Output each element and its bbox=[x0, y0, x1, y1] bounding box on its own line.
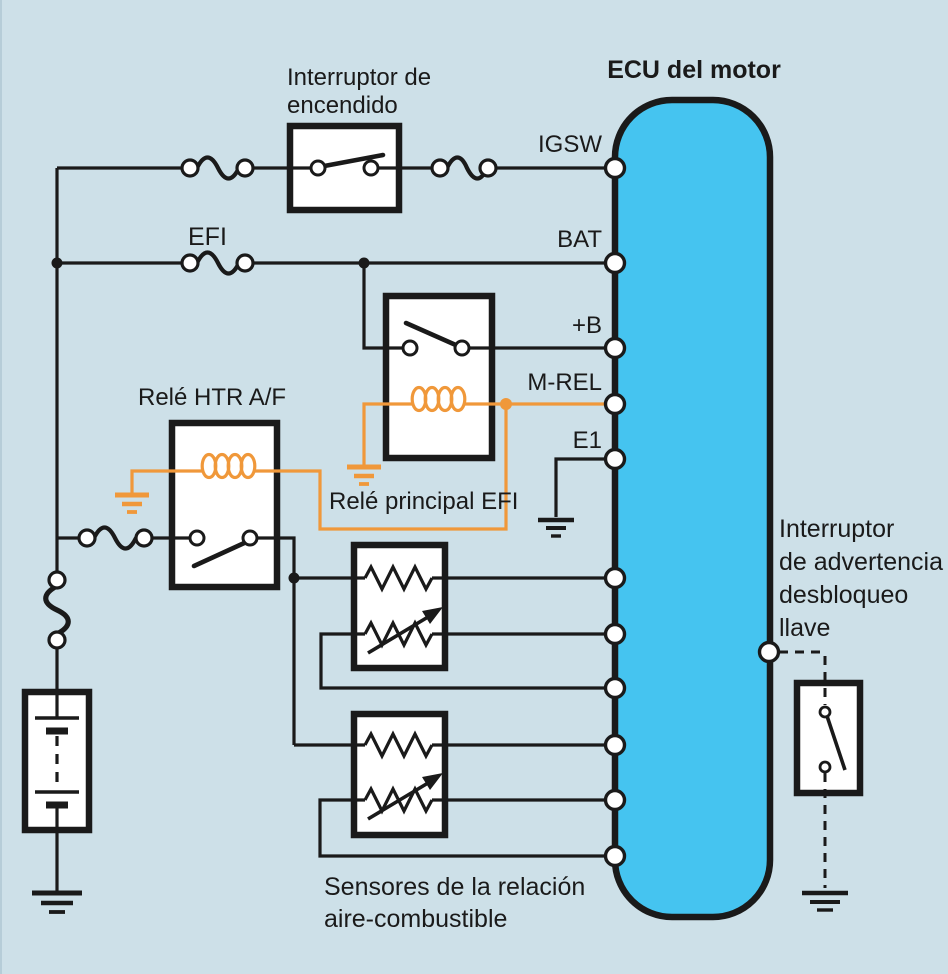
coil-link-wire bbox=[255, 404, 508, 531]
efi-relay-coil-icon bbox=[410, 385, 467, 413]
terminal-label-m-rel: M-REL bbox=[527, 369, 602, 396]
terminal-igsw bbox=[603, 156, 627, 180]
ignition-switch-label: Interruptor de encendido bbox=[287, 64, 432, 119]
fuse-igsw2-wiggle bbox=[444, 155, 490, 181]
htr-coil-left-lead bbox=[130, 469, 202, 493]
efi-relay-blade bbox=[403, 320, 461, 349]
terminal-label-e1: E1 bbox=[572, 427, 602, 454]
htr-relay-box bbox=[168, 419, 281, 591]
terminal-label-igsw: IGSW bbox=[538, 131, 602, 158]
black-wires bbox=[55, 166, 615, 893]
htr-relay-label: Relé HTR A/F bbox=[138, 384, 287, 411]
s2-fixed-resistor bbox=[363, 730, 434, 760]
key-switch-wiring bbox=[779, 650, 827, 888]
terminal-s2-b bbox=[603, 788, 627, 812]
terminal-s1-c bbox=[603, 676, 627, 700]
af-sensor-resistors bbox=[363, 563, 443, 821]
efi-main-relay-label: Relé principal EFI bbox=[329, 488, 519, 515]
key-switch-ground-icon bbox=[802, 890, 848, 912]
terminal-key-warning bbox=[757, 640, 781, 664]
key-switch-contacts bbox=[818, 705, 847, 774]
key-warning-switch-box bbox=[793, 679, 864, 797]
s1-arrow-head bbox=[422, 607, 443, 624]
htr-relay-blade bbox=[191, 536, 256, 569]
terminal-s2-a bbox=[603, 733, 627, 757]
s1-fixed-resistor bbox=[363, 563, 434, 593]
terminal-m-rel bbox=[603, 392, 627, 416]
junction-dots bbox=[51, 257, 370, 584]
s1-arrow-shaft bbox=[367, 615, 429, 655]
s2-arrow-shaft bbox=[367, 781, 429, 821]
e1-ground-icon bbox=[538, 517, 574, 538]
terminal-plus-b bbox=[603, 336, 627, 360]
ignition-switch-blade bbox=[316, 152, 386, 170]
af-sensors-label: Sensores de la relación aire-combustible bbox=[324, 873, 586, 933]
wire-s2-d bbox=[318, 798, 615, 858]
switch-blades bbox=[191, 152, 461, 569]
ecu-body bbox=[611, 96, 774, 921]
af-sensor1-box bbox=[350, 541, 449, 672]
battery-ground-icon bbox=[32, 890, 82, 914]
fuse-efi-wiggle bbox=[194, 250, 242, 276]
wire-e1 bbox=[554, 457, 615, 517]
ecu-title: ECU del motor bbox=[607, 56, 781, 84]
fuse-igsw-wiggle bbox=[194, 155, 242, 181]
key-warning-switch-label: Interruptor de advertencia desbloqueo ll… bbox=[779, 515, 944, 642]
efi-fuse-label: EFI bbox=[188, 223, 227, 251]
ground-symbols bbox=[32, 517, 848, 914]
af-sensor2-box bbox=[350, 710, 449, 839]
orange-junction-dot bbox=[500, 398, 512, 410]
wire-efi-relay-feed bbox=[362, 263, 403, 350]
efi-coil-left-lead bbox=[362, 402, 412, 465]
htr-relay-coil-icon bbox=[200, 452, 257, 480]
fuse-circles bbox=[47, 158, 498, 650]
fuse-htr-wiggle bbox=[91, 525, 139, 551]
fuse-wiggles bbox=[43, 155, 490, 637]
terminal-s1-a bbox=[603, 566, 627, 590]
efi-coil-ground-icon bbox=[347, 464, 381, 486]
switch-pins bbox=[188, 159, 471, 547]
terminal-label-bat: BAT bbox=[557, 226, 602, 253]
s2-arrow-head bbox=[422, 773, 443, 790]
terminal-label-plus-b: +B bbox=[571, 312, 602, 339]
switches bbox=[188, 152, 471, 569]
key-switch-blade bbox=[825, 715, 847, 771]
terminal-s2-c bbox=[603, 844, 627, 868]
htr-coil-ground-icon bbox=[115, 492, 149, 514]
terminal-s1-b bbox=[603, 622, 627, 646]
terminal-bat bbox=[603, 251, 627, 275]
wire-s1-d bbox=[319, 632, 615, 690]
relay-coil-circuit bbox=[115, 385, 615, 531]
battery-symbol bbox=[35, 716, 79, 809]
wire-htr-out bbox=[256, 536, 296, 745]
fusible-link-wiggle bbox=[43, 583, 71, 637]
efi-main-relay-box bbox=[382, 292, 496, 462]
ecu-terminals bbox=[603, 156, 781, 868]
terminal-e1 bbox=[603, 447, 627, 471]
